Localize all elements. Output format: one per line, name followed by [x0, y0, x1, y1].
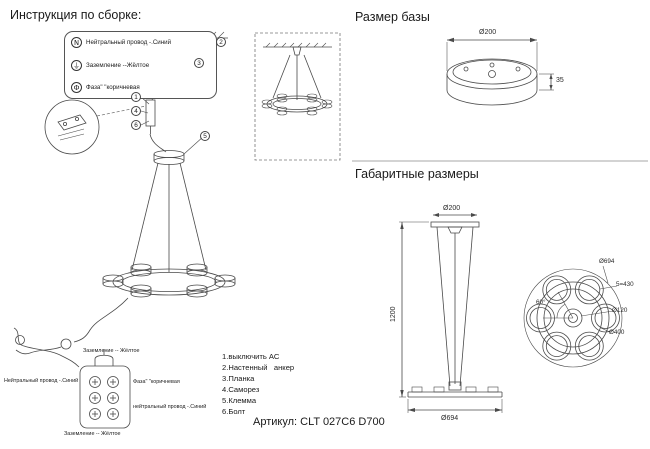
wiring-label-neutral-left: Нейтральный провод -.Синий	[4, 378, 79, 384]
callout-marker: 1	[131, 92, 141, 102]
ground-wire-icon: ⏚	[71, 59, 82, 71]
wiring-label-ground-top: Заземление -- Жёлтое	[83, 348, 140, 354]
callout-marker: 4	[131, 106, 141, 116]
legend-label-ground: Заземление --Жёлтое	[86, 61, 150, 69]
parts-list-item: 4.Саморез	[222, 385, 260, 394]
legend-row-ground: ⏚ Заземление --Жёлтое	[71, 59, 210, 71]
topview-ring-diameter-label: Ø400	[609, 329, 625, 336]
topview-outer-diameter-label: Ø694	[599, 258, 615, 265]
overall-dimensions-heading: Габаритные размеры	[355, 167, 479, 181]
topview-angle-label: 60°	[536, 299, 546, 306]
base-diameter-label: Ø200	[479, 29, 497, 36]
topview-hub-diameter-label: Ø120	[612, 307, 628, 314]
wiring-label-neutral-right: нейтральный провод -.Синий	[133, 404, 207, 410]
parts-list-item: 2.Настенный анкер	[222, 363, 295, 372]
callout-marker: 2	[216, 37, 226, 47]
topview-spacing-label: 5=430	[616, 281, 634, 288]
legend-row-phase: Ф Фаза" "коричневая	[71, 82, 210, 93]
wiring-label-phase: Фаза" "коричневая	[133, 379, 180, 385]
article-number: Артикул: CLT 027C6 D700	[253, 416, 385, 428]
phase-wire-icon: Ф	[71, 82, 82, 93]
side-bottom-diameter-label: Ø694	[441, 415, 459, 422]
wire-legend: N Нейтральный провод -.Синий ⏚ Заземлени…	[64, 31, 217, 99]
legend-label-neutral: Нейтральный провод -.Синий	[86, 39, 172, 46]
side-top-diameter-label: Ø200	[443, 205, 461, 212]
callout-marker: 3	[194, 58, 204, 68]
legend-row-neutral: N Нейтральный провод -.Синий	[71, 37, 210, 48]
parts-list-item: 6.Болт	[222, 407, 246, 416]
base-size-heading: Размер базы	[355, 10, 430, 24]
parts-list-item: 5.Клемма	[222, 396, 257, 405]
callout-marker: 6	[131, 120, 141, 130]
base-height-label: 35	[556, 77, 564, 84]
neutral-wire-icon: N	[71, 37, 82, 48]
parts-list-item: 1.выключить АС	[222, 352, 280, 361]
parts-list-item: 3.Планка	[222, 374, 255, 383]
wiring-label-ground-bottom: Заземление -- Жёлтое	[64, 431, 121, 437]
page-title: Инструкция по сборке:	[10, 8, 142, 22]
side-height-label: 1200	[390, 306, 397, 322]
legend-label-phase: Фаза" "коричневая	[86, 84, 140, 91]
callout-marker: 5	[200, 131, 210, 141]
